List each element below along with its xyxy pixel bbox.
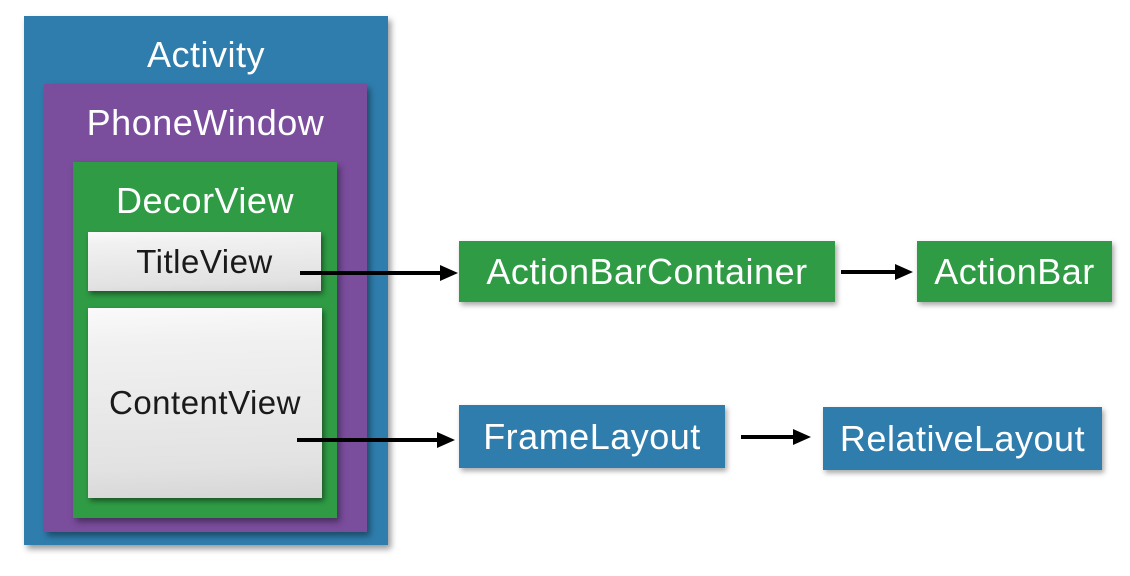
relative-layout-node: RelativeLayout <box>823 407 1102 470</box>
arrowhead-icon <box>895 264 913 280</box>
arrowhead-icon <box>437 432 455 448</box>
arrowhead-icon <box>793 429 811 445</box>
arrow-actionbarcontainer-to-actionbar <box>841 264 913 280</box>
arrow-titleview-to-actionbarcontainer <box>300 265 458 281</box>
title-view-box: TitleView <box>88 232 321 291</box>
title-view-label: TitleView <box>136 242 273 280</box>
activity-label: Activity <box>146 34 265 75</box>
arrowhead-icon <box>440 265 458 281</box>
content-view-box: ContentView <box>88 308 322 498</box>
frame-layout-label: FrameLayout <box>483 415 701 457</box>
phone-window-label: PhoneWindow <box>86 102 325 143</box>
phone-window-container: PhoneWindow DecorView TitleView ContentV… <box>44 84 367 532</box>
action-bar-node: ActionBar <box>917 241 1112 302</box>
decor-view-container: DecorView TitleView ContentView <box>73 162 337 518</box>
action-bar-container-node: ActionBarContainer <box>459 241 835 302</box>
arrow-contentview-to-framelayout <box>297 432 455 448</box>
decor-view-label: DecorView <box>116 180 294 221</box>
content-view-label: ContentView <box>108 384 301 421</box>
action-bar-container-label: ActionBarContainer <box>486 250 808 292</box>
relative-layout-label: RelativeLayout <box>839 417 1086 459</box>
activity-container: Activity PhoneWindow DecorView TitleView… <box>24 16 388 545</box>
arrow-framelayout-to-relativelayout <box>741 429 811 445</box>
frame-layout-node: FrameLayout <box>459 405 725 468</box>
action-bar-label: ActionBar <box>934 250 1095 292</box>
